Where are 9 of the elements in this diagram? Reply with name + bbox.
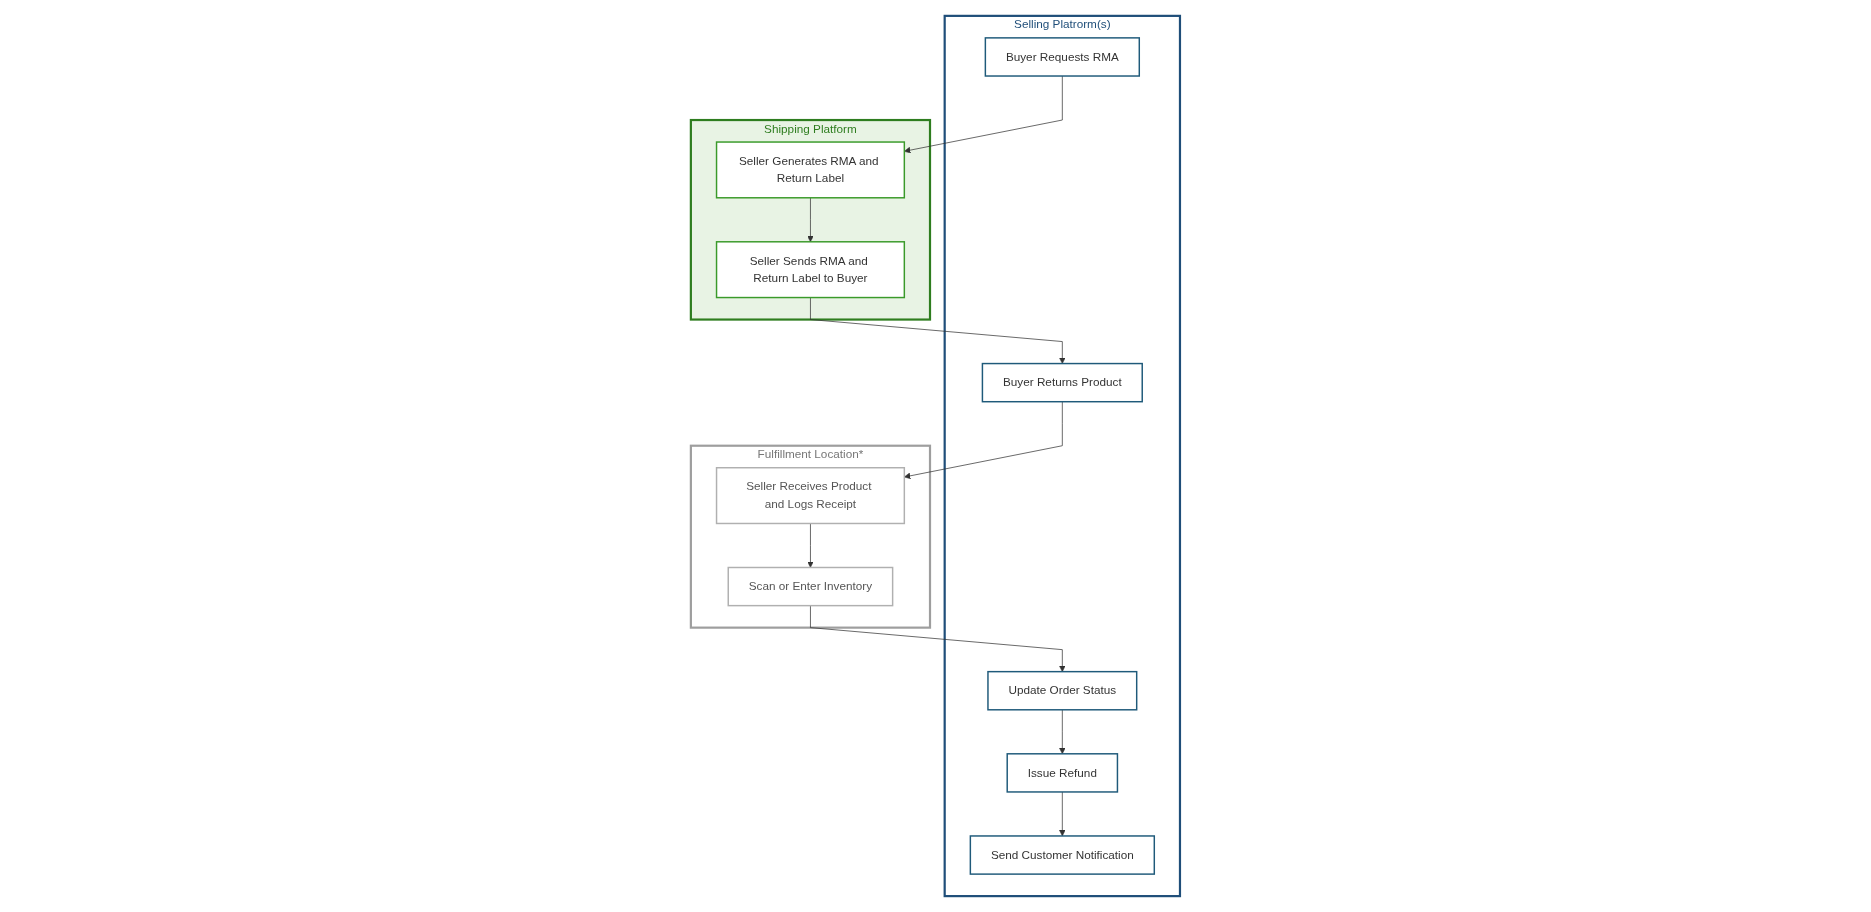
node-box: Buyer Requests RMA [984, 37, 1141, 77]
node-box: Scan or Enter Inventory [727, 566, 894, 607]
node-box: Update Order Status [987, 670, 1138, 711]
node-box: Seller Generates RMA and Return Label [715, 141, 906, 199]
node-box: Seller Receives Product and Logs Receipt [715, 467, 906, 525]
node-box: Buyer Returns Product [981, 362, 1144, 403]
node-box: Send Customer Notification [969, 835, 1156, 875]
node-box: Seller Sends RMA and Return Label to Buyer [715, 241, 906, 299]
node-box: Issue Refund [1006, 753, 1119, 793]
